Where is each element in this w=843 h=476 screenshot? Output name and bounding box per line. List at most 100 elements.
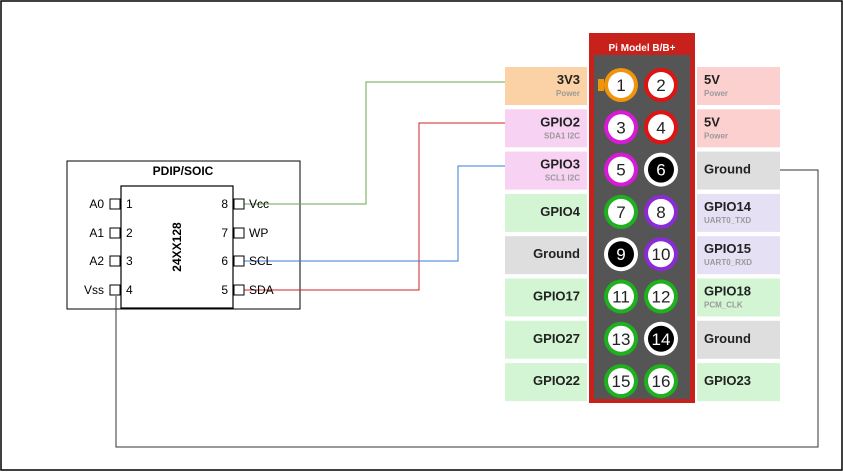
pin-label-bg-8 xyxy=(697,193,780,232)
pin-name-1: 3V3 xyxy=(557,72,580,87)
chip-pad-vcc xyxy=(233,198,245,210)
pin-face-1 xyxy=(608,72,634,98)
pin-face-14 xyxy=(648,325,674,352)
pin-number-8: 8 xyxy=(656,203,665,222)
chip-pad-a2 xyxy=(109,255,121,267)
pin-face-7 xyxy=(608,198,634,225)
chip-pin-label-sda: SDA xyxy=(249,283,274,297)
chip-pin-label-vss: Vss xyxy=(84,283,104,297)
pin-face-8 xyxy=(648,198,674,225)
pin-label-bg-7 xyxy=(505,193,587,232)
chip-body xyxy=(120,185,234,309)
pin-face-13 xyxy=(608,325,634,352)
pin-number-13: 13 xyxy=(612,330,631,349)
pin-face-16 xyxy=(648,368,674,395)
chip-pin-number-1: 1 xyxy=(126,197,133,211)
pin-label-bg-2 xyxy=(697,67,780,105)
pin-face-9 xyxy=(608,241,634,268)
chip-pin-number-3: 3 xyxy=(126,254,133,268)
pin-label-bg-16 xyxy=(697,363,780,402)
pin1-notch xyxy=(598,79,604,91)
wire-sda-to-gpio2 xyxy=(244,122,508,291)
pin-sub-12: PCM_CLK xyxy=(704,301,743,310)
chip-pad-a1 xyxy=(109,227,121,239)
pin-face-3 xyxy=(608,114,634,141)
pin-number-16: 16 xyxy=(652,372,671,391)
pin-number-5: 5 xyxy=(616,161,625,180)
pin-label-bg-13 xyxy=(505,320,587,359)
pin-number-9: 9 xyxy=(616,245,625,264)
pin-face-4 xyxy=(648,114,674,141)
pin-face-11 xyxy=(608,283,634,310)
pin-number-11: 11 xyxy=(612,288,630,307)
pin-name-12: GPIO18 xyxy=(704,284,751,299)
pin-name-14: Ground xyxy=(704,331,751,346)
pin-number-1: 1 xyxy=(616,76,625,95)
wire-vss-to-ground xyxy=(115,169,819,448)
chip-pin-label-vcc: Vcc xyxy=(249,197,269,211)
pin-name-9: Ground xyxy=(533,246,580,261)
chip-pin-label-scl: SCL xyxy=(249,254,273,268)
chip-pin-number-8: 8 xyxy=(221,197,228,211)
pin-name-7: GPIO4 xyxy=(540,204,581,219)
pin-label-bg-1 xyxy=(505,67,587,105)
pin-sub-5: SCL1 I2C xyxy=(545,174,580,183)
chip-pin-number-2: 2 xyxy=(126,226,133,240)
pin-name-8: GPIO14 xyxy=(704,199,752,214)
pin-name-16: GPIO23 xyxy=(704,373,751,388)
pin-sub-2: Power xyxy=(704,89,728,98)
chip-pin-number-6: 6 xyxy=(221,254,228,268)
pin-name-5: GPIO3 xyxy=(540,157,580,172)
pin-face-10 xyxy=(648,241,674,268)
chip-pad-scl xyxy=(233,255,245,267)
pin-number-3: 3 xyxy=(616,118,625,137)
chip-pin-number-7: 7 xyxy=(221,226,228,240)
header-title: Pi Model B/B+ xyxy=(609,43,676,54)
pin-name-11: GPIO17 xyxy=(533,289,580,304)
pin-number-15: 15 xyxy=(612,372,631,391)
chip-pin-label-a1: A1 xyxy=(89,226,104,240)
chip-pad-sda xyxy=(233,284,245,296)
pin-sub-3: SDA1 I2C xyxy=(544,131,580,140)
chip-pin-number-5: 5 xyxy=(221,283,228,297)
pin-number-14: 14 xyxy=(652,330,671,349)
pin-number-2: 2 xyxy=(656,76,665,95)
pin-face-12 xyxy=(648,283,674,310)
pin-label-bg-4 xyxy=(697,109,780,148)
wire-vcc-to-3v3 xyxy=(244,81,508,205)
pin-label-bg-10 xyxy=(697,236,780,275)
pin-label-bg-12 xyxy=(697,278,780,317)
pin-name-2: 5V xyxy=(704,72,720,87)
pin-label-bg-3 xyxy=(505,109,587,148)
wires xyxy=(115,81,819,448)
pin-name-4: 5V xyxy=(704,114,720,129)
pin-sub-4: Power xyxy=(704,131,728,140)
pin-label-bg-5 xyxy=(505,151,587,190)
pin-number-10: 10 xyxy=(652,245,671,264)
chip-pad-vss xyxy=(109,284,121,296)
pin-name-3: GPIO2 xyxy=(540,114,580,129)
pin-face-15 xyxy=(608,368,634,395)
pin-number-7: 7 xyxy=(616,203,625,222)
pin-face-5 xyxy=(608,156,634,183)
pin-label-bg-14 xyxy=(697,320,780,359)
pin-label-bg-11 xyxy=(505,278,587,317)
chip-pin-label-wp: WP xyxy=(249,226,268,240)
pin-label-bg-15 xyxy=(505,363,587,402)
pin-face-2 xyxy=(648,72,674,98)
chip-pin-label-a2: A2 xyxy=(89,254,104,268)
pin-sub-10: UART0_RXD xyxy=(704,258,752,267)
chip-pad-a0 xyxy=(109,198,121,210)
chip-pin-label-a0: A0 xyxy=(89,197,104,211)
pin-name-10: GPIO15 xyxy=(704,241,751,256)
chip-part-number: 24XX128 xyxy=(170,222,184,272)
pin-number-12: 12 xyxy=(652,288,671,307)
pin-face-6 xyxy=(648,156,674,183)
wire-scl-to-gpio3 xyxy=(244,165,508,262)
chip-package-label: PDIP/SOIC xyxy=(153,164,214,178)
